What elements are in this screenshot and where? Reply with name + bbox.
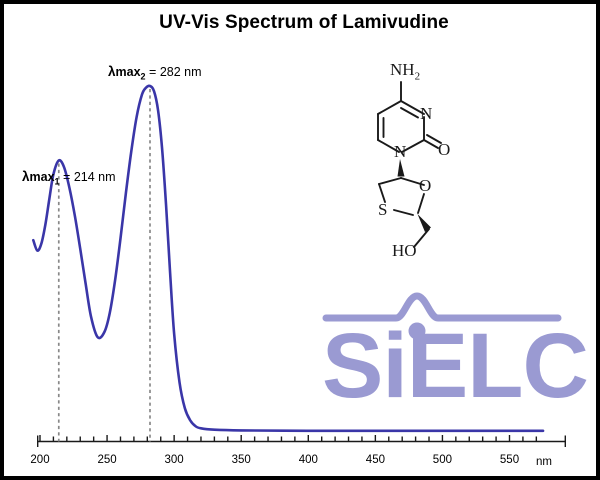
- x-axis-tick-label: 500: [432, 454, 452, 466]
- sielc-logo: SiELC: [322, 292, 589, 417]
- bond-c4p-c5p: [378, 177, 402, 185]
- axis-major-ticks: [39, 435, 511, 442]
- peak1-annotation: λmax1 = 214 nm: [22, 169, 116, 187]
- bond-c4-c5: [377, 100, 402, 115]
- wedge-c2p-ch2: [417, 214, 431, 232]
- bond-c2-o-a: [423, 139, 439, 149]
- x-axis-unit-label: nm: [536, 456, 552, 468]
- bond-c4-n3-double: [400, 107, 419, 119]
- bond-c2p-s: [393, 209, 414, 216]
- absorbance-curve: [31, 84, 545, 433]
- atom-label-n1: N: [394, 142, 407, 161]
- peak1-value: 214: [73, 170, 95, 184]
- peak2-value: 282: [159, 65, 181, 79]
- bond-o-c2p: [417, 193, 425, 214]
- spectrum-plot: [31, 84, 566, 447]
- x-axis-tick-label: 400: [298, 454, 318, 466]
- wedge-n1-c5p: [397, 159, 405, 177]
- peak1-subscript: 1: [54, 176, 60, 187]
- x-axis-tick-label: 300: [164, 454, 184, 466]
- lamivudine-structure: [377, 81, 442, 248]
- x-axis-tick-label: 550: [499, 454, 520, 466]
- peak1-unit: nm: [98, 170, 116, 184]
- peak2-annotation: λmax2 = 282 nm: [108, 64, 202, 82]
- logo-wordmark: SiELC: [322, 315, 588, 417]
- axis-minor-ticks: [52, 436, 538, 442]
- atom-label-carbonyl-oxygen: O: [438, 140, 451, 159]
- bond-c2-o-b: [426, 134, 442, 144]
- bond-c6-n1: [377, 139, 400, 153]
- atom-label-amine: NH2: [390, 60, 421, 83]
- peak2-unit: nm: [184, 65, 202, 79]
- bond-n1-c2: [401, 139, 425, 153]
- peak2-subscript: 2: [140, 71, 146, 82]
- bond-c5p-o: [400, 177, 425, 186]
- bond-c4-n3: [400, 100, 425, 115]
- logo-i-dot: [408, 322, 426, 340]
- atom-label-ring-oxygen: O: [419, 176, 432, 195]
- x-axis-tick-label: 450: [365, 454, 385, 466]
- page-title: UV-Vis Spectrum of Lamivudine: [159, 12, 449, 33]
- bond-s-c4p: [378, 183, 386, 203]
- atom-label-n3: N: [420, 104, 433, 123]
- atom-label-ring-sulfur: S: [378, 200, 388, 219]
- x-axis-tick-label: 200: [30, 454, 50, 466]
- x-axis-tick-label: 350: [231, 454, 251, 466]
- x-axis-tick-label: 250: [97, 454, 117, 466]
- bond-ch2-oh: [413, 228, 430, 248]
- logo-chromatogram-line: [322, 292, 562, 322]
- atom-label-hydroxyl: HO: [392, 241, 417, 260]
